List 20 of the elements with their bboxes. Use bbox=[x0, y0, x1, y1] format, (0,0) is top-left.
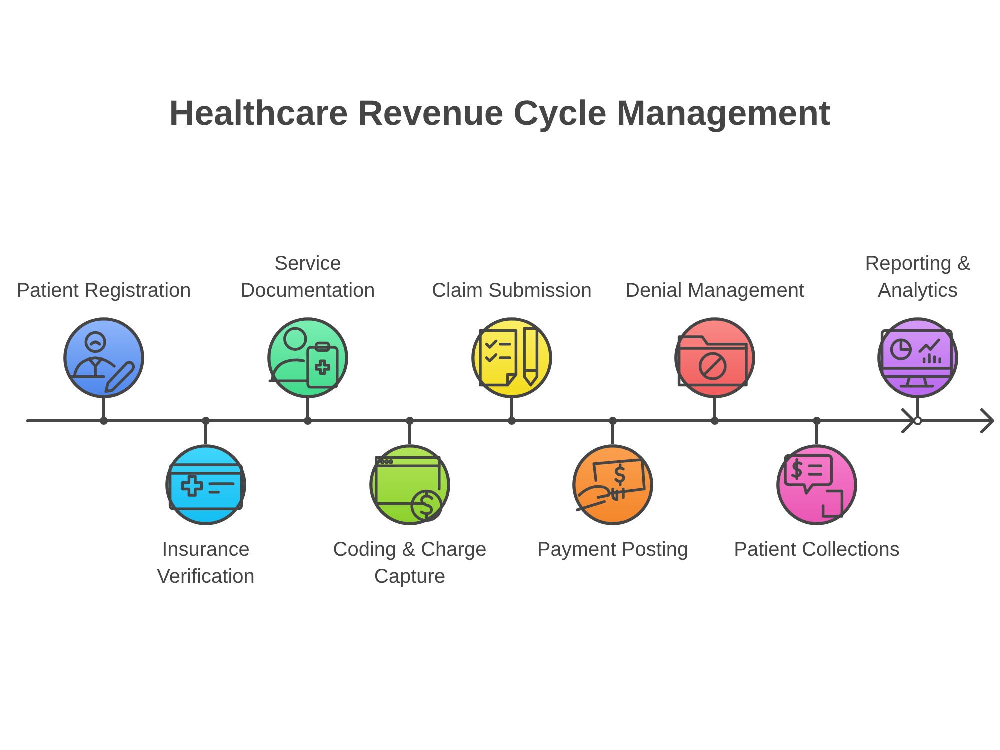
tick-connector bbox=[304, 398, 312, 425]
step-label: Service Documentation bbox=[240, 253, 376, 302]
step-label: Denial Management bbox=[626, 280, 804, 302]
tick-connector bbox=[914, 398, 922, 426]
step-label: Insurance Verification bbox=[157, 539, 255, 588]
diagram-title: Healthcare Revenue Cycle Management bbox=[169, 94, 831, 133]
tick-connector bbox=[711, 398, 719, 425]
tick-connector bbox=[508, 398, 516, 425]
tick-connector bbox=[100, 398, 108, 425]
tick-connector bbox=[202, 417, 210, 444]
step-label: Patient Registration bbox=[16, 280, 192, 302]
step-label: Reporting & Analytics bbox=[865, 253, 971, 302]
tick-connector bbox=[609, 417, 617, 444]
step-label: Coding & Charge Capture bbox=[333, 539, 487, 588]
step-label: Claim Submission bbox=[432, 280, 592, 302]
tick-connector bbox=[406, 417, 414, 444]
step-label: Payment Posting bbox=[537, 539, 689, 561]
step-label: Patient Collections bbox=[734, 539, 900, 561]
tick-connector bbox=[813, 417, 821, 444]
timeline-arrow bbox=[26, 409, 995, 433]
